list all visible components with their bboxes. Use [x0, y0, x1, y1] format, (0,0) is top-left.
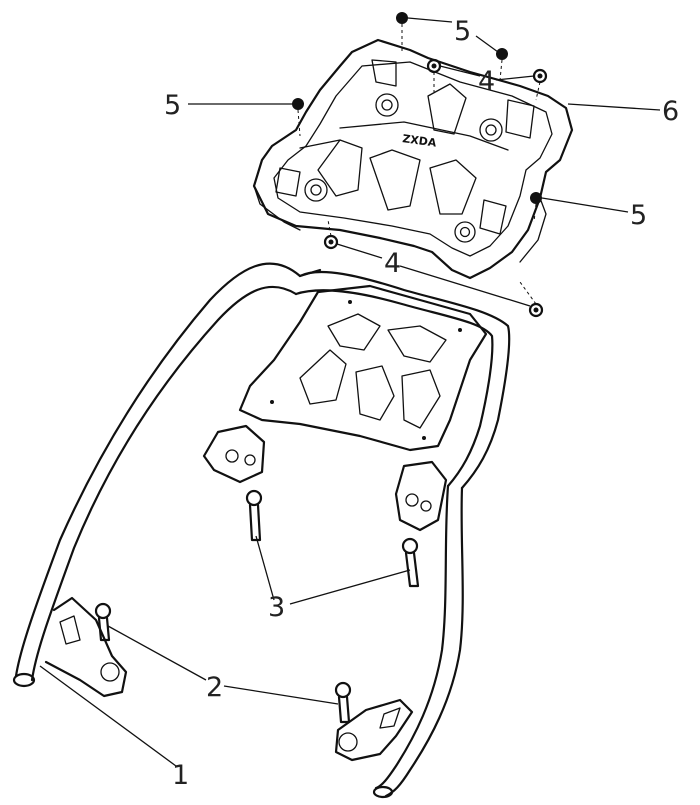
rack-support-plate	[238, 284, 488, 452]
callout-6: 6	[662, 96, 679, 127]
bolts-part-5	[292, 12, 542, 223]
callout-4-top: 4	[478, 66, 495, 97]
callout-3: 3	[268, 592, 285, 623]
callout-5-top: 5	[454, 16, 471, 47]
callout-4-bottom: 4	[384, 248, 401, 279]
callout-1: 1	[172, 760, 189, 791]
rear-rack-frame-part-1	[12, 262, 511, 799]
callout-5-left: 5	[164, 90, 181, 121]
bolts-part-3	[245, 489, 420, 588]
leader-lines	[39, 17, 661, 767]
callout-labels: 1 2 3 4 4 5 5 5 6	[164, 16, 679, 791]
bolts-part-2	[94, 602, 352, 724]
callout-5-right: 5	[630, 200, 647, 231]
callout-2: 2	[206, 672, 223, 703]
nuts-part-4	[323, 58, 548, 318]
plate-logo: ZXDA	[402, 132, 438, 150]
mounting-lugs	[202, 424, 448, 532]
top-plate-part-6: ZXDA	[252, 38, 574, 280]
